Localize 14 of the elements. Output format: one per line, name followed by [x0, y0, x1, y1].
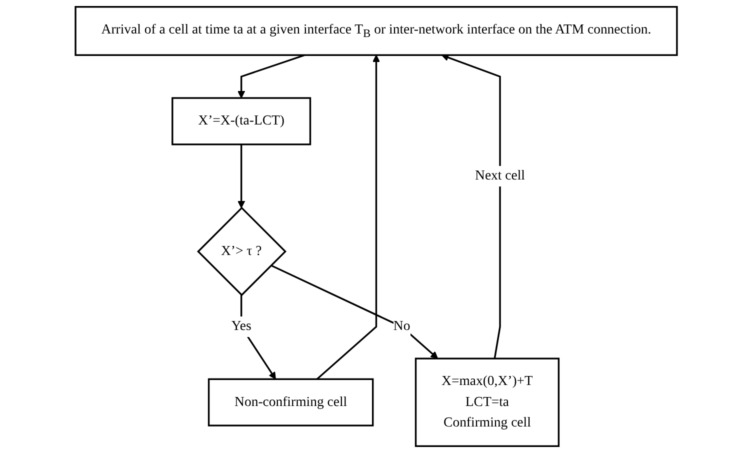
node-box: Non-confirming cell [208, 378, 374, 426]
edge-label: Yes [232, 319, 252, 334]
node-box: X=max(0,X’)+T LCT=ta Confirming cell [415, 358, 560, 447]
arrow [270, 264, 438, 359]
arrow [442, 54, 502, 359]
node-diamond: X’> τ ? [197, 206, 287, 296]
edge-label: No [394, 319, 410, 334]
arrow [238, 144, 246, 208]
node-box: Arrival of a cell at time ta at a given interface T$_{B}$ or inter-network interface on the ATM connection. [74, 6, 678, 56]
arrow [316, 54, 380, 380]
node-box: X’=X-(ta-LCT) [172, 97, 312, 146]
arrow [240, 295, 276, 380]
arrow [238, 54, 306, 98]
edge-label: Next cell [475, 168, 526, 184]
